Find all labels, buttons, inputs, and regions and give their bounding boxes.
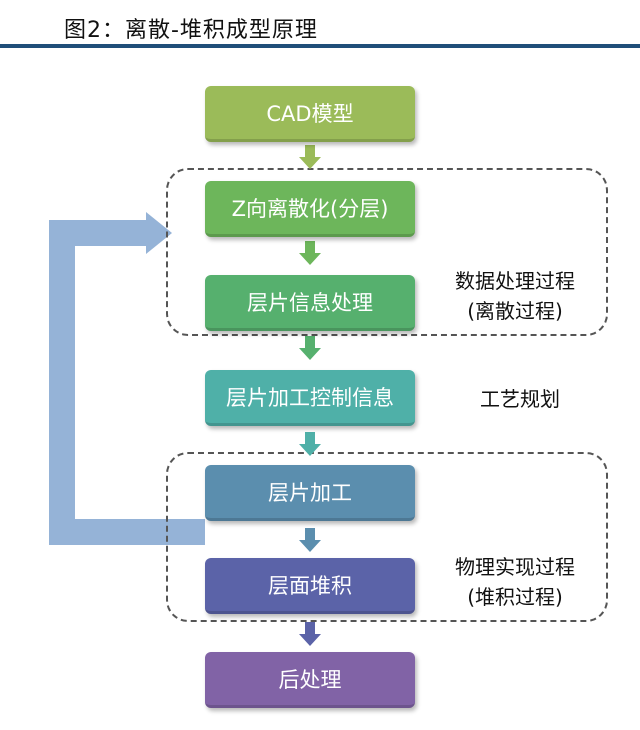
physical-realization-annotation: 物理实现过程 (堆积过程): [430, 552, 600, 612]
physical-realization-group: [166, 452, 608, 622]
physical-realization-line1: 物理实现过程: [455, 555, 575, 579]
connector-arrow-4: [299, 432, 321, 458]
step-z-discretization: Z向离散化(分层): [205, 181, 415, 237]
connector-arrow-6: [299, 622, 321, 648]
connector-arrow-3: [299, 336, 321, 362]
step-layer-machining-control: 层片加工控制信息: [205, 370, 415, 426]
title-rule: [0, 44, 640, 48]
step-layer-info-processing: 层片信息处理: [205, 275, 415, 331]
step-layer-stacking: 层面堆积: [205, 558, 415, 614]
data-processing-line2: (离散过程): [467, 299, 563, 323]
data-processing-line1: 数据处理过程: [455, 269, 575, 293]
step-post-processing: 后处理: [205, 652, 415, 708]
connector-arrow-5: [299, 528, 321, 554]
data-processing-annotation: 数据处理过程 (离散过程): [430, 266, 600, 326]
step-layer-machining: 层片加工: [205, 465, 415, 521]
data-processing-group: [166, 168, 608, 336]
connector-arrow-2: [299, 241, 321, 267]
step-cad-model: CAD模型: [205, 86, 415, 142]
process-planning-annotation: 工艺规划: [480, 387, 560, 411]
connector-arrow-1: [299, 145, 321, 171]
figure-title: 图2：离散-堆积成型原理: [64, 18, 318, 43]
physical-realization-line2: (堆积过程): [467, 585, 563, 609]
